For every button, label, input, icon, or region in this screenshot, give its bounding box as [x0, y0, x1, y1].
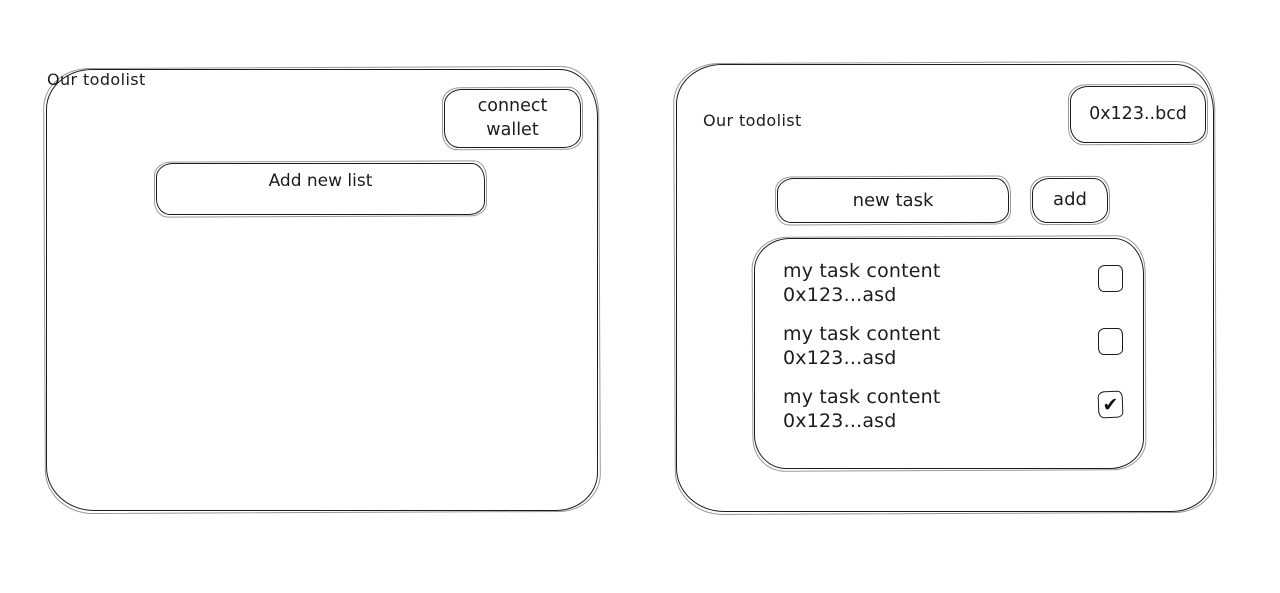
add-new-list-label: Add new list [268, 171, 373, 191]
task-address: 0x123...asd [783, 283, 897, 306]
task-content: my task content [783, 260, 941, 282]
add-task-button[interactable]: add [1032, 178, 1108, 223]
task-row: my task content 0x123...asd [783, 323, 1127, 370]
task-content: my task content [783, 323, 941, 345]
page-title: Our todolist [703, 111, 802, 130]
task-content: my task content [783, 386, 941, 408]
task-checkbox[interactable] [1098, 328, 1123, 355]
task-list: my task content 0x123...asd my task cont… [754, 238, 1144, 469]
task-address: 0x123...asd [783, 409, 897, 432]
new-task-input[interactable]: new task [777, 178, 1009, 223]
wallet-address-button[interactable]: 0x123..bcd [1070, 86, 1206, 143]
task-checkbox[interactable] [1098, 265, 1123, 292]
left-app-panel: Our todolist connect wallet Add new list [46, 69, 598, 511]
connect-wallet-label: connect wallet [477, 95, 548, 140]
task-row: my task content 0x123...asd [783, 260, 1127, 307]
task-address: 0x123...asd [783, 346, 897, 369]
connect-wallet-button[interactable]: connect wallet [444, 89, 581, 148]
right-app-panel: Our todolist 0x123..bcd new task add my … [676, 64, 1214, 512]
task-row: my task content 0x123...asd ✔ [783, 386, 1127, 433]
task-checkbox[interactable]: ✔ [1097, 390, 1124, 419]
new-task-placeholder: new task [852, 190, 934, 211]
add-new-list-field[interactable]: Add new list [156, 163, 485, 215]
page-title: Our todolist [47, 70, 146, 89]
